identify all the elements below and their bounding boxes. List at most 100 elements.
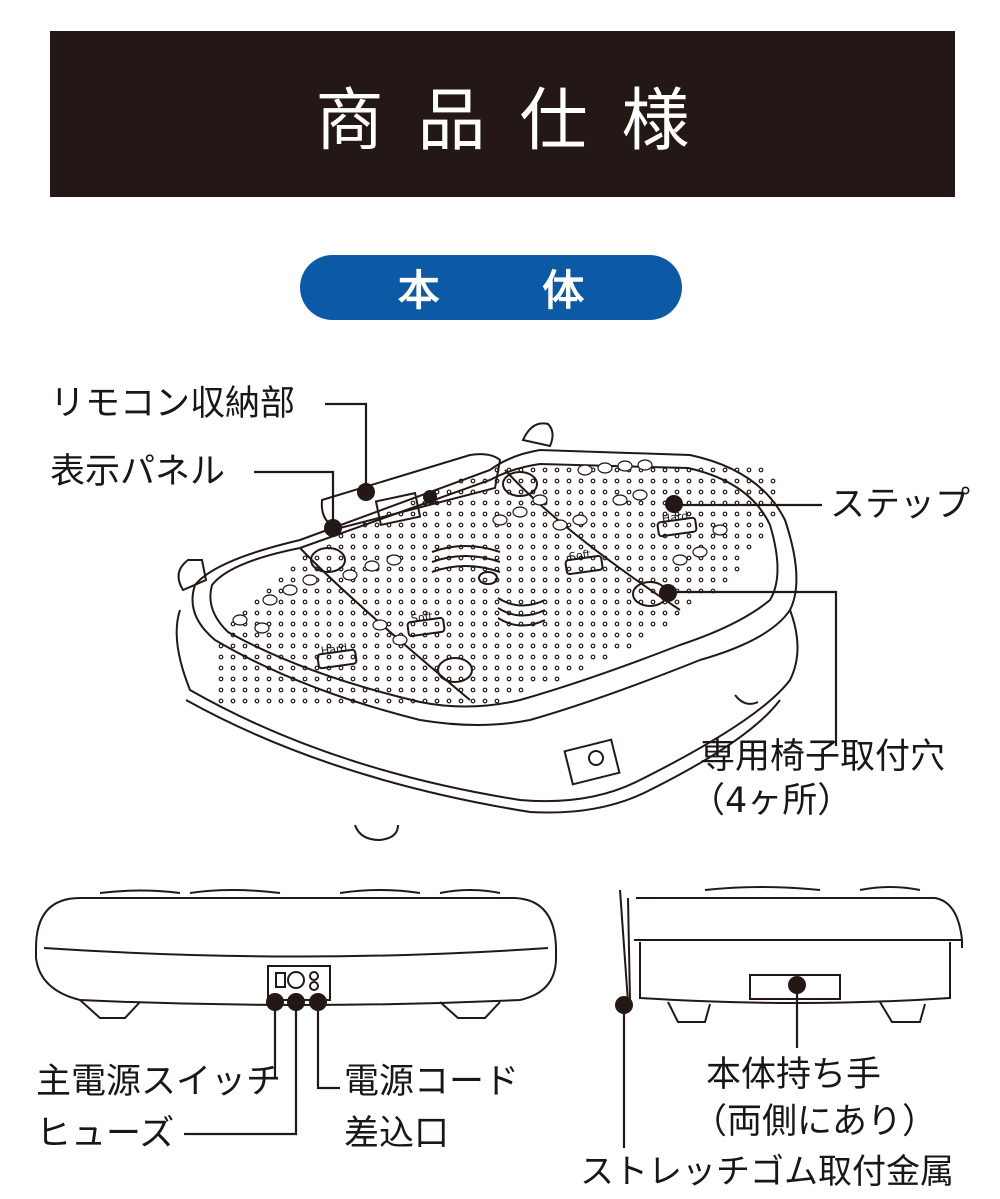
massage-node xyxy=(399,512,403,516)
massage-node xyxy=(411,688,415,692)
massage-node xyxy=(519,622,523,626)
massage-node xyxy=(519,688,523,692)
massage-node xyxy=(507,512,511,516)
massage-node xyxy=(687,523,691,527)
massage-node xyxy=(567,523,571,527)
massage-node xyxy=(267,699,271,703)
massage-node xyxy=(375,611,379,615)
massage-node xyxy=(423,534,427,538)
massage-node xyxy=(399,655,403,659)
massage-node xyxy=(435,655,439,659)
massage-node xyxy=(483,688,487,692)
massage-node xyxy=(447,611,451,615)
massage-node xyxy=(411,567,415,571)
massage-node xyxy=(471,677,475,681)
massage-node xyxy=(663,567,667,571)
massage-node xyxy=(627,534,631,538)
massage-node xyxy=(423,688,427,692)
massage-node xyxy=(459,534,463,538)
massage-node xyxy=(663,523,667,527)
massage-node xyxy=(483,534,487,538)
massage-node xyxy=(375,556,379,560)
massage-node xyxy=(351,666,355,670)
massage-node xyxy=(663,468,667,472)
massage-node xyxy=(219,655,223,659)
massage-node xyxy=(651,556,655,560)
massage-node xyxy=(603,490,607,494)
massage-node xyxy=(711,534,715,538)
massage-node-large xyxy=(343,570,357,580)
massage-node xyxy=(615,589,619,593)
massage-node xyxy=(387,589,391,593)
massage-node xyxy=(591,611,595,615)
massage-node xyxy=(771,479,775,483)
massage-node xyxy=(399,666,403,670)
soft-mark-left: Soft xyxy=(410,609,434,626)
massage-node xyxy=(555,512,559,516)
massage-node xyxy=(591,490,595,494)
massage-node xyxy=(327,644,331,648)
massage-node xyxy=(435,512,439,516)
massage-node xyxy=(483,655,487,659)
massage-node xyxy=(459,490,463,494)
massage-node xyxy=(459,578,463,582)
massage-node xyxy=(531,523,535,527)
massage-node xyxy=(555,655,559,659)
massage-node xyxy=(663,622,667,626)
massage-node xyxy=(615,644,619,648)
massage-node xyxy=(435,644,439,648)
massage-node xyxy=(711,490,715,494)
massage-node xyxy=(279,666,283,670)
massage-node xyxy=(615,523,619,527)
massage-node xyxy=(651,490,655,494)
massage-node xyxy=(543,589,547,593)
massage-node xyxy=(495,545,499,549)
massage-node xyxy=(543,622,547,626)
massage-node xyxy=(375,644,379,648)
massage-node xyxy=(675,578,679,582)
massage-node xyxy=(603,545,607,549)
massage-node xyxy=(567,622,571,626)
massage-node xyxy=(291,688,295,692)
massage-node xyxy=(303,611,307,615)
massage-node xyxy=(303,600,307,604)
massage-node-large xyxy=(283,585,297,595)
massage-node xyxy=(375,688,379,692)
massage-node xyxy=(339,677,343,681)
massage-node xyxy=(519,479,523,483)
massage-node xyxy=(339,699,343,703)
massage-node xyxy=(351,688,355,692)
title-banner: 商品仕様 xyxy=(50,31,955,197)
massage-node xyxy=(675,600,679,604)
massage-node xyxy=(543,578,547,582)
massage-node xyxy=(291,644,295,648)
massage-node xyxy=(639,611,643,615)
massage-node xyxy=(375,534,379,538)
massage-node xyxy=(435,523,439,527)
massage-node xyxy=(459,655,463,659)
massage-node xyxy=(447,600,451,604)
massage-node xyxy=(459,523,463,527)
massage-node xyxy=(579,655,583,659)
massage-node xyxy=(435,622,439,626)
massage-node xyxy=(615,622,619,626)
side-view xyxy=(620,887,962,1022)
massage-node xyxy=(687,512,691,516)
massage-node xyxy=(615,556,619,560)
massage-node xyxy=(771,512,775,516)
massage-node xyxy=(435,545,439,549)
massage-node xyxy=(315,556,319,560)
label-power-inlet: 電源コード xyxy=(344,1062,520,1102)
massage-node xyxy=(747,479,751,483)
massage-node xyxy=(675,468,679,472)
massage-node xyxy=(483,567,487,571)
massage-node xyxy=(507,501,511,505)
massage-node-large xyxy=(255,623,269,633)
massage-node xyxy=(603,501,607,505)
massage-node xyxy=(543,633,547,637)
massage-node xyxy=(447,699,451,703)
massage-node xyxy=(303,677,307,681)
massage-node xyxy=(423,589,427,593)
massage-node xyxy=(411,589,415,593)
